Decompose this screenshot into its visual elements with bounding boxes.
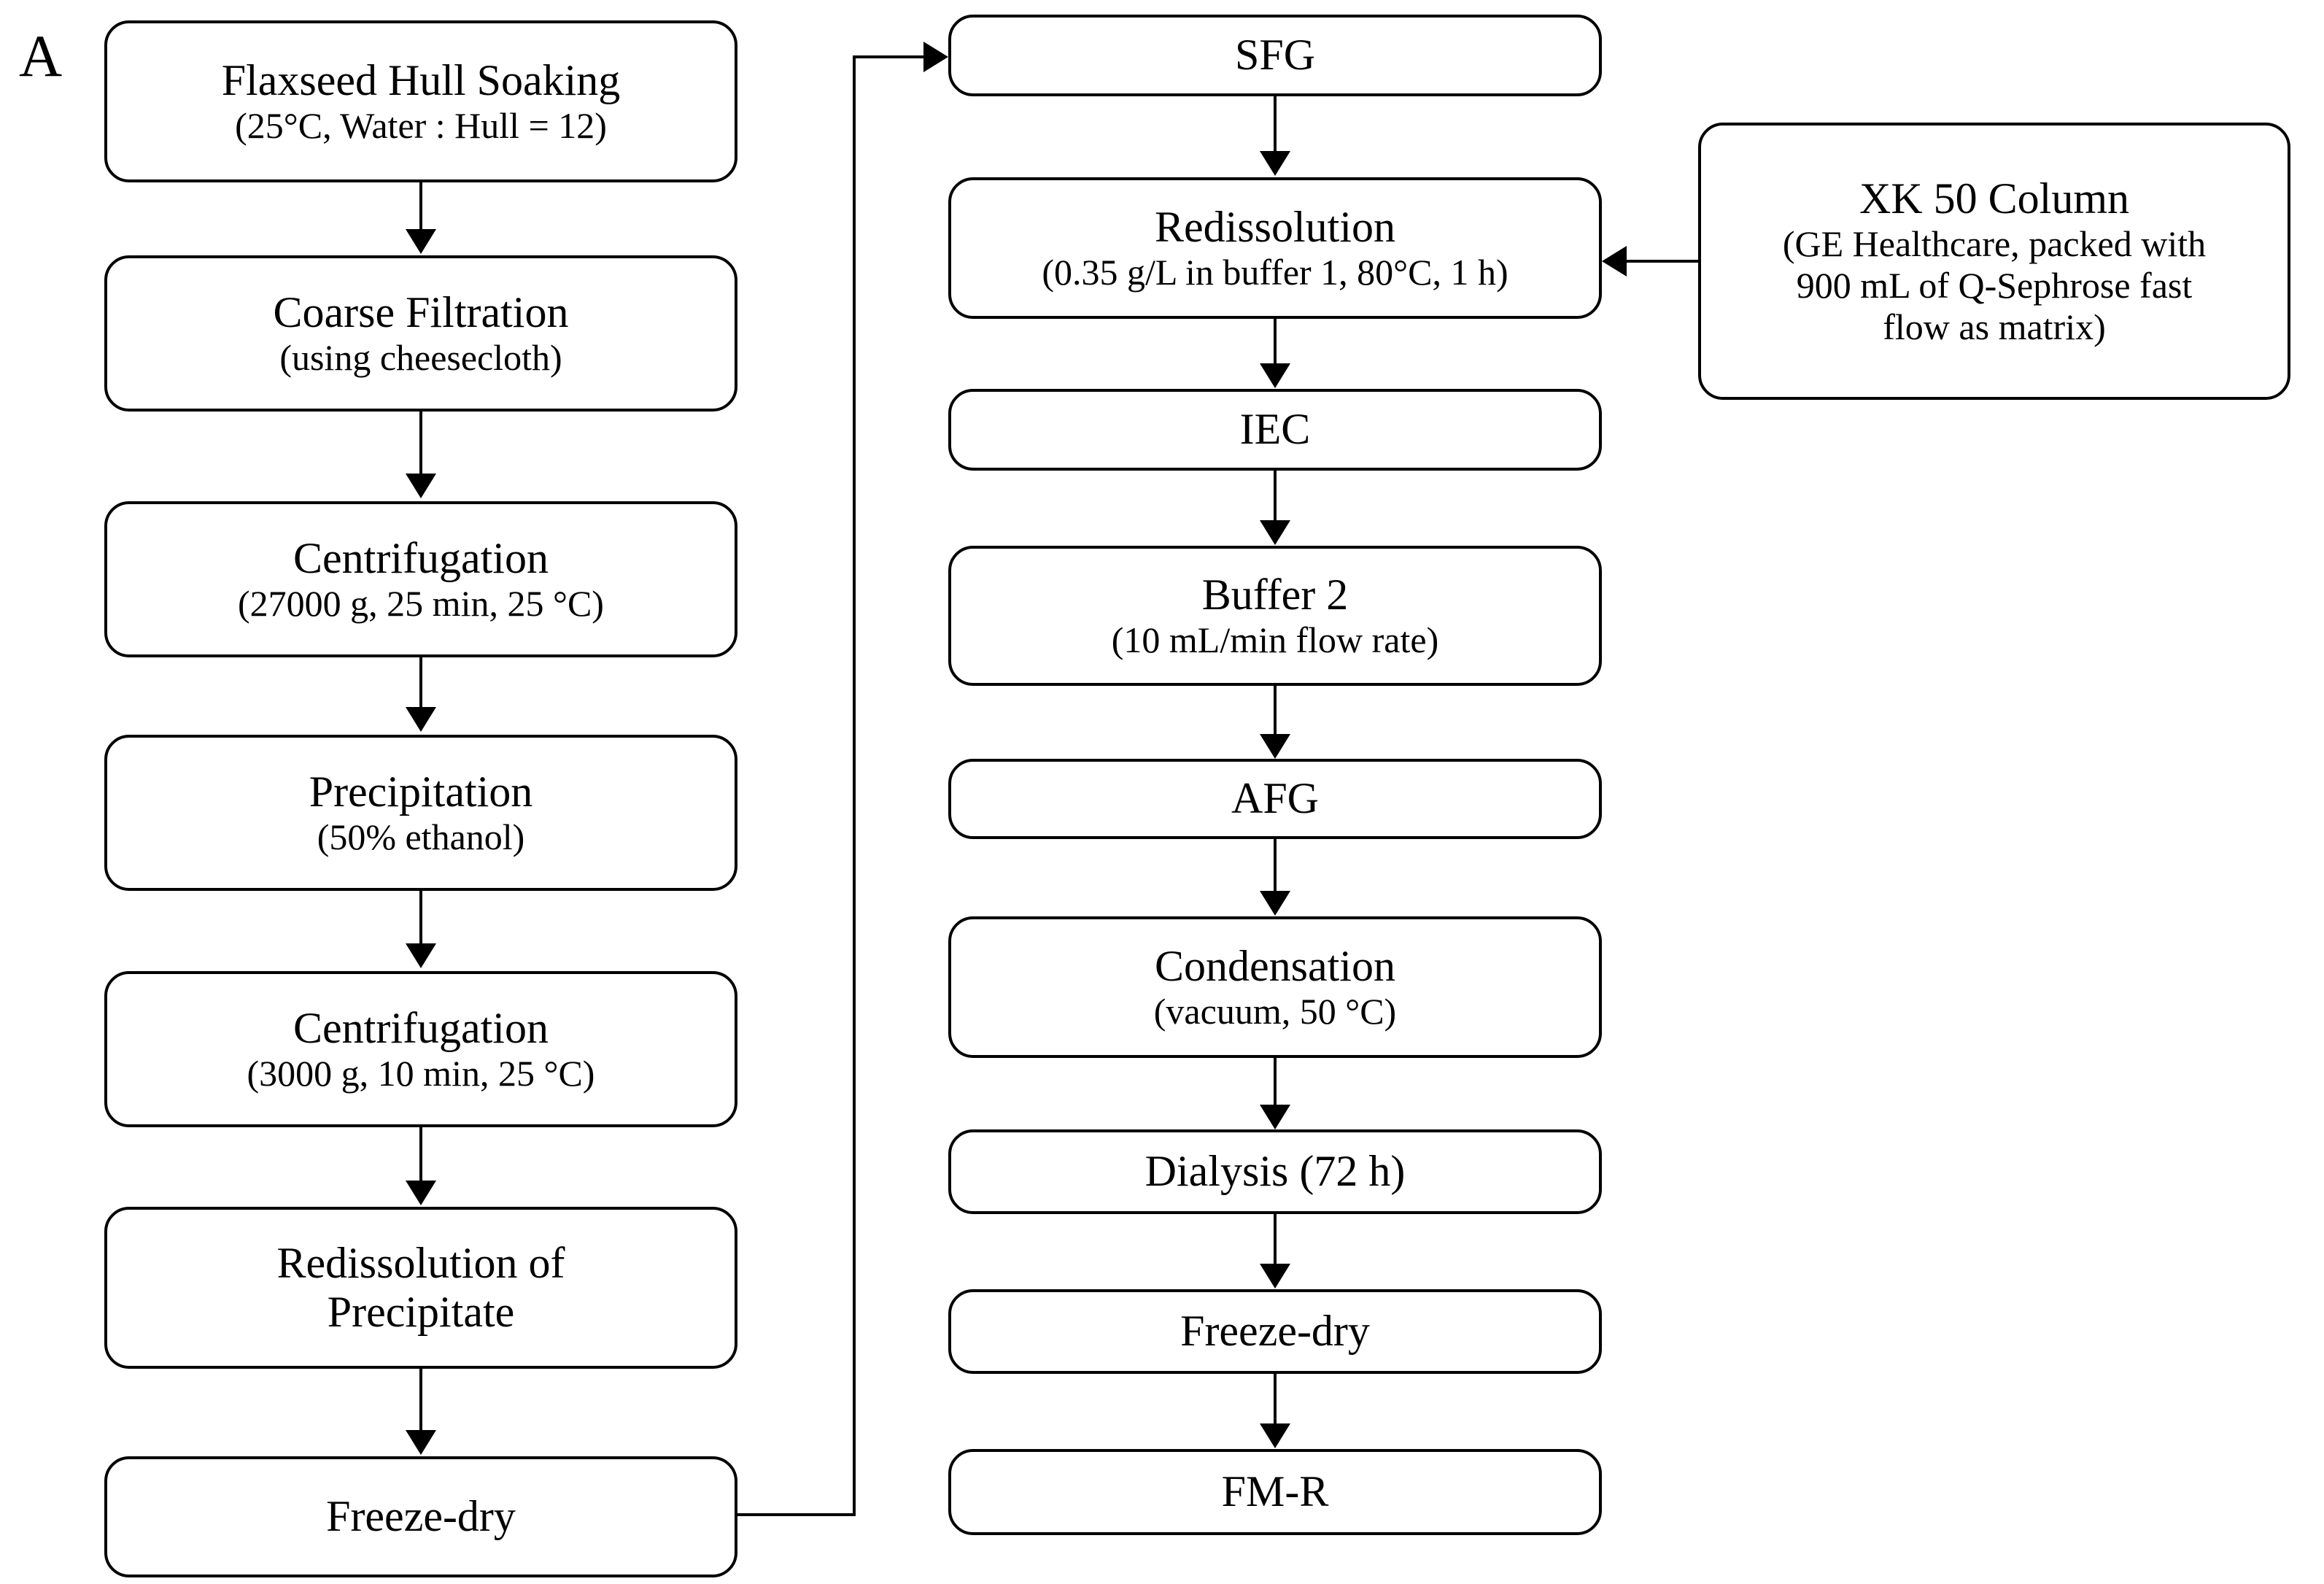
connector-arrowhead-down-icon	[1260, 1105, 1290, 1129]
node-title: Coarse Filtration	[273, 287, 569, 336]
connector-arrowhead-down-icon	[1260, 1264, 1290, 1289]
node-title: Freeze-dry	[1180, 1307, 1370, 1356]
node-precipitation[interactable]: Precipitation (50% ethanol)	[104, 735, 737, 891]
connector-arrowhead-down-icon	[1260, 1423, 1290, 1448]
node-title: Redissolution	[1154, 202, 1396, 251]
node-detail: Precipitate	[327, 1288, 515, 1336]
node-detail: (3000 g, 10 min, 25 °C)	[247, 1053, 595, 1094]
feed-line-vertical-riser	[853, 55, 856, 1515]
node-title: SFG	[1234, 31, 1316, 80]
node-centrifugation-3000g[interactable]: Centrifugation (3000 g, 10 min, 25 °C)	[104, 971, 737, 1127]
node-title: Condensation	[1155, 941, 1395, 990]
node-coarse-filtration[interactable]: Coarse Filtration (using cheesecloth)	[104, 255, 737, 412]
connector-line	[1274, 1374, 1277, 1425]
node-dialysis[interactable]: Dialysis (72 h)	[948, 1129, 1602, 1214]
connector-arrowhead-down-icon	[1260, 520, 1290, 545]
connector-line	[419, 412, 422, 474]
connector-arrowhead-down-icon	[1260, 151, 1290, 176]
node-detail-line-1: (GE Healthcare, packed with	[1782, 223, 2207, 265]
node-freeze-dry-left[interactable]: Freeze-dry	[104, 1456, 737, 1577]
connector-line	[419, 1369, 422, 1432]
node-detail: (vacuum, 50 °C)	[1153, 991, 1397, 1032]
node-title: Centrifugation	[293, 533, 549, 582]
node-title: IEC	[1239, 405, 1311, 454]
connector-arrowhead-down-icon	[406, 943, 436, 968]
connector-line	[419, 182, 422, 232]
node-title: Centrifugation	[293, 1003, 549, 1052]
connector-line	[1274, 471, 1277, 522]
node-buffer-2[interactable]: Buffer 2 (10 mL/min flow rate)	[948, 546, 1602, 686]
node-detail: (10 mL/min flow rate)	[1111, 619, 1439, 661]
node-title: Dialysis (72 h)	[1144, 1147, 1406, 1196]
node-afg[interactable]: AFG	[948, 759, 1602, 839]
connector-line	[1274, 96, 1277, 153]
node-title: XK 50 Column	[1859, 174, 2130, 223]
connector-line	[419, 657, 422, 708]
node-title: Precipitation	[309, 767, 533, 816]
panel-label-a: A	[19, 23, 63, 89]
node-detail: (using cheesecloth)	[279, 337, 562, 379]
node-iec[interactable]: IEC	[948, 389, 1602, 471]
node-fm-r[interactable]: FM-R	[948, 1449, 1602, 1535]
node-centrifugation-27000g[interactable]: Centrifugation (27000 g, 25 min, 25 °C)	[104, 501, 737, 657]
feed-line-horizontal-lower	[735, 1513, 856, 1516]
node-detail: (0.35 g/L in buffer 1, 80°C, 1 h)	[1042, 252, 1508, 293]
connector-line	[1274, 1214, 1277, 1265]
node-detail-line-3: flow as matrix)	[1883, 306, 2106, 348]
node-title: AFG	[1231, 774, 1320, 823]
node-title: Buffer 2	[1201, 570, 1349, 619]
column-feed-line	[1627, 260, 1700, 263]
column-feed-arrowhead-left-icon	[1602, 246, 1627, 277]
node-detail: (27000 g, 25 min, 25 °C)	[238, 583, 604, 625]
feed-line-horizontal-upper	[853, 55, 926, 58]
connector-line	[1274, 1058, 1277, 1106]
node-freeze-dry-right[interactable]: Freeze-dry	[948, 1289, 1602, 1374]
feed-arrowhead-right-icon	[923, 42, 948, 72]
connector-line	[419, 891, 422, 945]
connector-arrowhead-down-icon	[406, 474, 436, 498]
connector-arrowhead-down-icon	[1260, 363, 1290, 388]
node-sfg[interactable]: SFG	[948, 15, 1602, 96]
node-flaxseed-hull-soaking[interactable]: Flaxseed Hull Soaking (25°C, Water : Hul…	[104, 20, 737, 182]
node-redissolution-of-precipitate[interactable]: Redissolution of Precipitate	[104, 1207, 737, 1369]
connector-arrowhead-down-icon	[406, 707, 436, 732]
connector-line	[419, 1127, 422, 1182]
node-condensation[interactable]: Condensation (vacuum, 50 °C)	[948, 916, 1602, 1058]
node-detail: (50% ethanol)	[317, 816, 525, 858]
node-xk-50-column[interactable]: XK 50 Column (GE Healthcare, packed with…	[1698, 123, 2290, 400]
node-detail: (25°C, Water : Hull = 12)	[235, 105, 607, 147]
node-title: Redissolution of	[276, 1238, 565, 1287]
connector-line	[1274, 686, 1277, 735]
connector-arrowhead-down-icon	[406, 1430, 436, 1455]
connector-arrowhead-down-icon	[406, 1181, 436, 1205]
node-detail-line-2: 900 mL of Q-Sephrose fast	[1796, 265, 2193, 306]
node-title: Flaxseed Hull Soaking	[221, 55, 621, 104]
node-title: FM-R	[1221, 1467, 1329, 1516]
node-title: Freeze-dry	[326, 1492, 516, 1541]
connector-line	[1274, 319, 1277, 366]
connector-arrowhead-down-icon	[1260, 891, 1290, 916]
connector-arrowhead-down-icon	[1260, 734, 1290, 759]
node-redissolution[interactable]: Redissolution (0.35 g/L in buffer 1, 80°…	[948, 177, 1602, 319]
connector-arrowhead-down-icon	[406, 229, 436, 254]
connector-line	[1274, 839, 1277, 892]
